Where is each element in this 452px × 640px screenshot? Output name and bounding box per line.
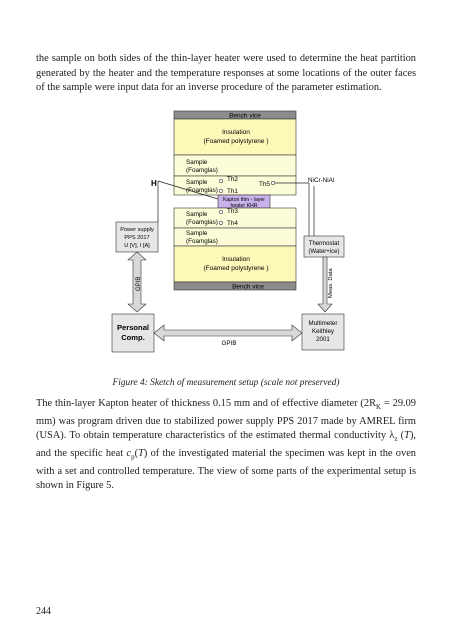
thermocouple-th3-marker <box>218 209 224 215</box>
thermocouple-th4-marker <box>218 220 224 226</box>
gpib-bottom-arrow <box>153 324 303 342</box>
multimeter-line1: Multimeter <box>309 320 338 327</box>
insulation-top-line1: Insulation <box>222 129 250 136</box>
sample-3-line1: Sample <box>186 211 208 218</box>
para2-text-b: = 29.09 mm) was program driven due to st… <box>36 398 416 442</box>
para2-text-t1: ( <box>397 430 405 442</box>
page-number: 244 <box>36 606 51 617</box>
multimeter-line3: 2001 <box>316 336 330 343</box>
multimeter-line2: Keithley <box>312 328 335 335</box>
gpib-bottom-label: GPIB <box>221 340 236 347</box>
insulation-top <box>173 118 297 156</box>
figure-caption: Figure 4: Sketch of measurement setup (s… <box>112 378 340 388</box>
thermostat-line2: (Water+ice) <box>309 249 340 255</box>
para2-sub-z: z <box>394 435 398 444</box>
nicr-label: NiCr-NiAl <box>308 177 334 184</box>
thermocouple-th5: Th5 <box>259 181 270 188</box>
thermocouple-th2: Th2 <box>227 176 238 183</box>
thermocouple-th5-marker <box>270 180 276 186</box>
power-supply-box <box>115 221 159 253</box>
sample-3-line2: (Foamglas) <box>186 219 218 226</box>
sample-2-line2: (Foamglas) <box>186 187 218 194</box>
thermocouple-th2-marker <box>218 178 224 184</box>
multimeter-box <box>301 313 345 351</box>
personal-comp-line1: Personal <box>117 323 149 332</box>
gpib-left-arrow <box>127 251 147 313</box>
thermocouple-th3: Th3 <box>227 208 238 215</box>
sample-2-line1: Sample <box>186 179 208 186</box>
measurement-setup-figure: Bench vice Insulation (Foamed polystyren… <box>111 110 345 353</box>
para2-lambda: λ <box>389 430 395 442</box>
thermostat-line1: Thermostat <box>309 241 340 247</box>
power-supply-line3: U [V], I [A] <box>124 243 150 249</box>
para2-sub-p: p <box>131 453 135 462</box>
bench-vice-bottom-label: Bench vice <box>232 284 264 291</box>
personal-comp-line2: Comp. <box>121 333 145 342</box>
sample-1-line2: (Foamglas) <box>186 167 218 174</box>
bench-vice-bottom <box>173 281 297 291</box>
gpib-left-label: GPIB <box>136 277 142 291</box>
insulation-bottom-line1: Insulation <box>222 256 250 263</box>
para2-text-t2: ( <box>134 447 139 459</box>
power-supply-line2: PPS 2017 <box>124 235 149 241</box>
para2-cp: c <box>126 447 132 459</box>
para2-text-a: The thin-layer Kapton heater of thicknes… <box>36 398 377 409</box>
sample-4-line2: (Foamglas) <box>186 238 218 245</box>
thermocouple-th4: Th4 <box>227 220 238 227</box>
h-label: H <box>151 179 157 188</box>
power-supply-line1: Power supply <box>120 227 154 233</box>
insulation-bottom-line2: (Foamed polystyrene ) <box>203 265 268 272</box>
para2-T2: T <box>138 447 144 459</box>
insulation-top-line2: (Foamed polystyrene ) <box>203 138 268 145</box>
thermocouple-th1: Th1 <box>227 188 238 195</box>
para2-sub-k: K <box>376 403 382 412</box>
thermocouple-th1-marker <box>218 188 224 194</box>
heater-line2: heater KHR <box>230 203 257 209</box>
sample-1-line1: Sample <box>186 159 208 166</box>
meas-data-label: Meas. Data <box>328 268 334 298</box>
meas-data-arrow <box>317 256 333 313</box>
body-paragraph: the sample on both sides of the thin-lay… <box>36 53 416 94</box>
para2-text-c: ) of the investigated material the speci… <box>36 447 417 492</box>
body-paragraph-2: The thin-layer Kapton heater of thicknes… <box>36 397 416 494</box>
insulation-bottom <box>173 245 297 283</box>
heater-line1: Kapton thin - layer <box>223 197 265 203</box>
sample-4-line1: Sample <box>186 230 208 237</box>
bench-vice-top-label: Bench vice <box>229 113 261 120</box>
para2-T1: T <box>404 430 410 442</box>
para2-text-t1b: ), and the specific heat <box>36 430 416 459</box>
heater-lead-upper <box>157 180 219 200</box>
